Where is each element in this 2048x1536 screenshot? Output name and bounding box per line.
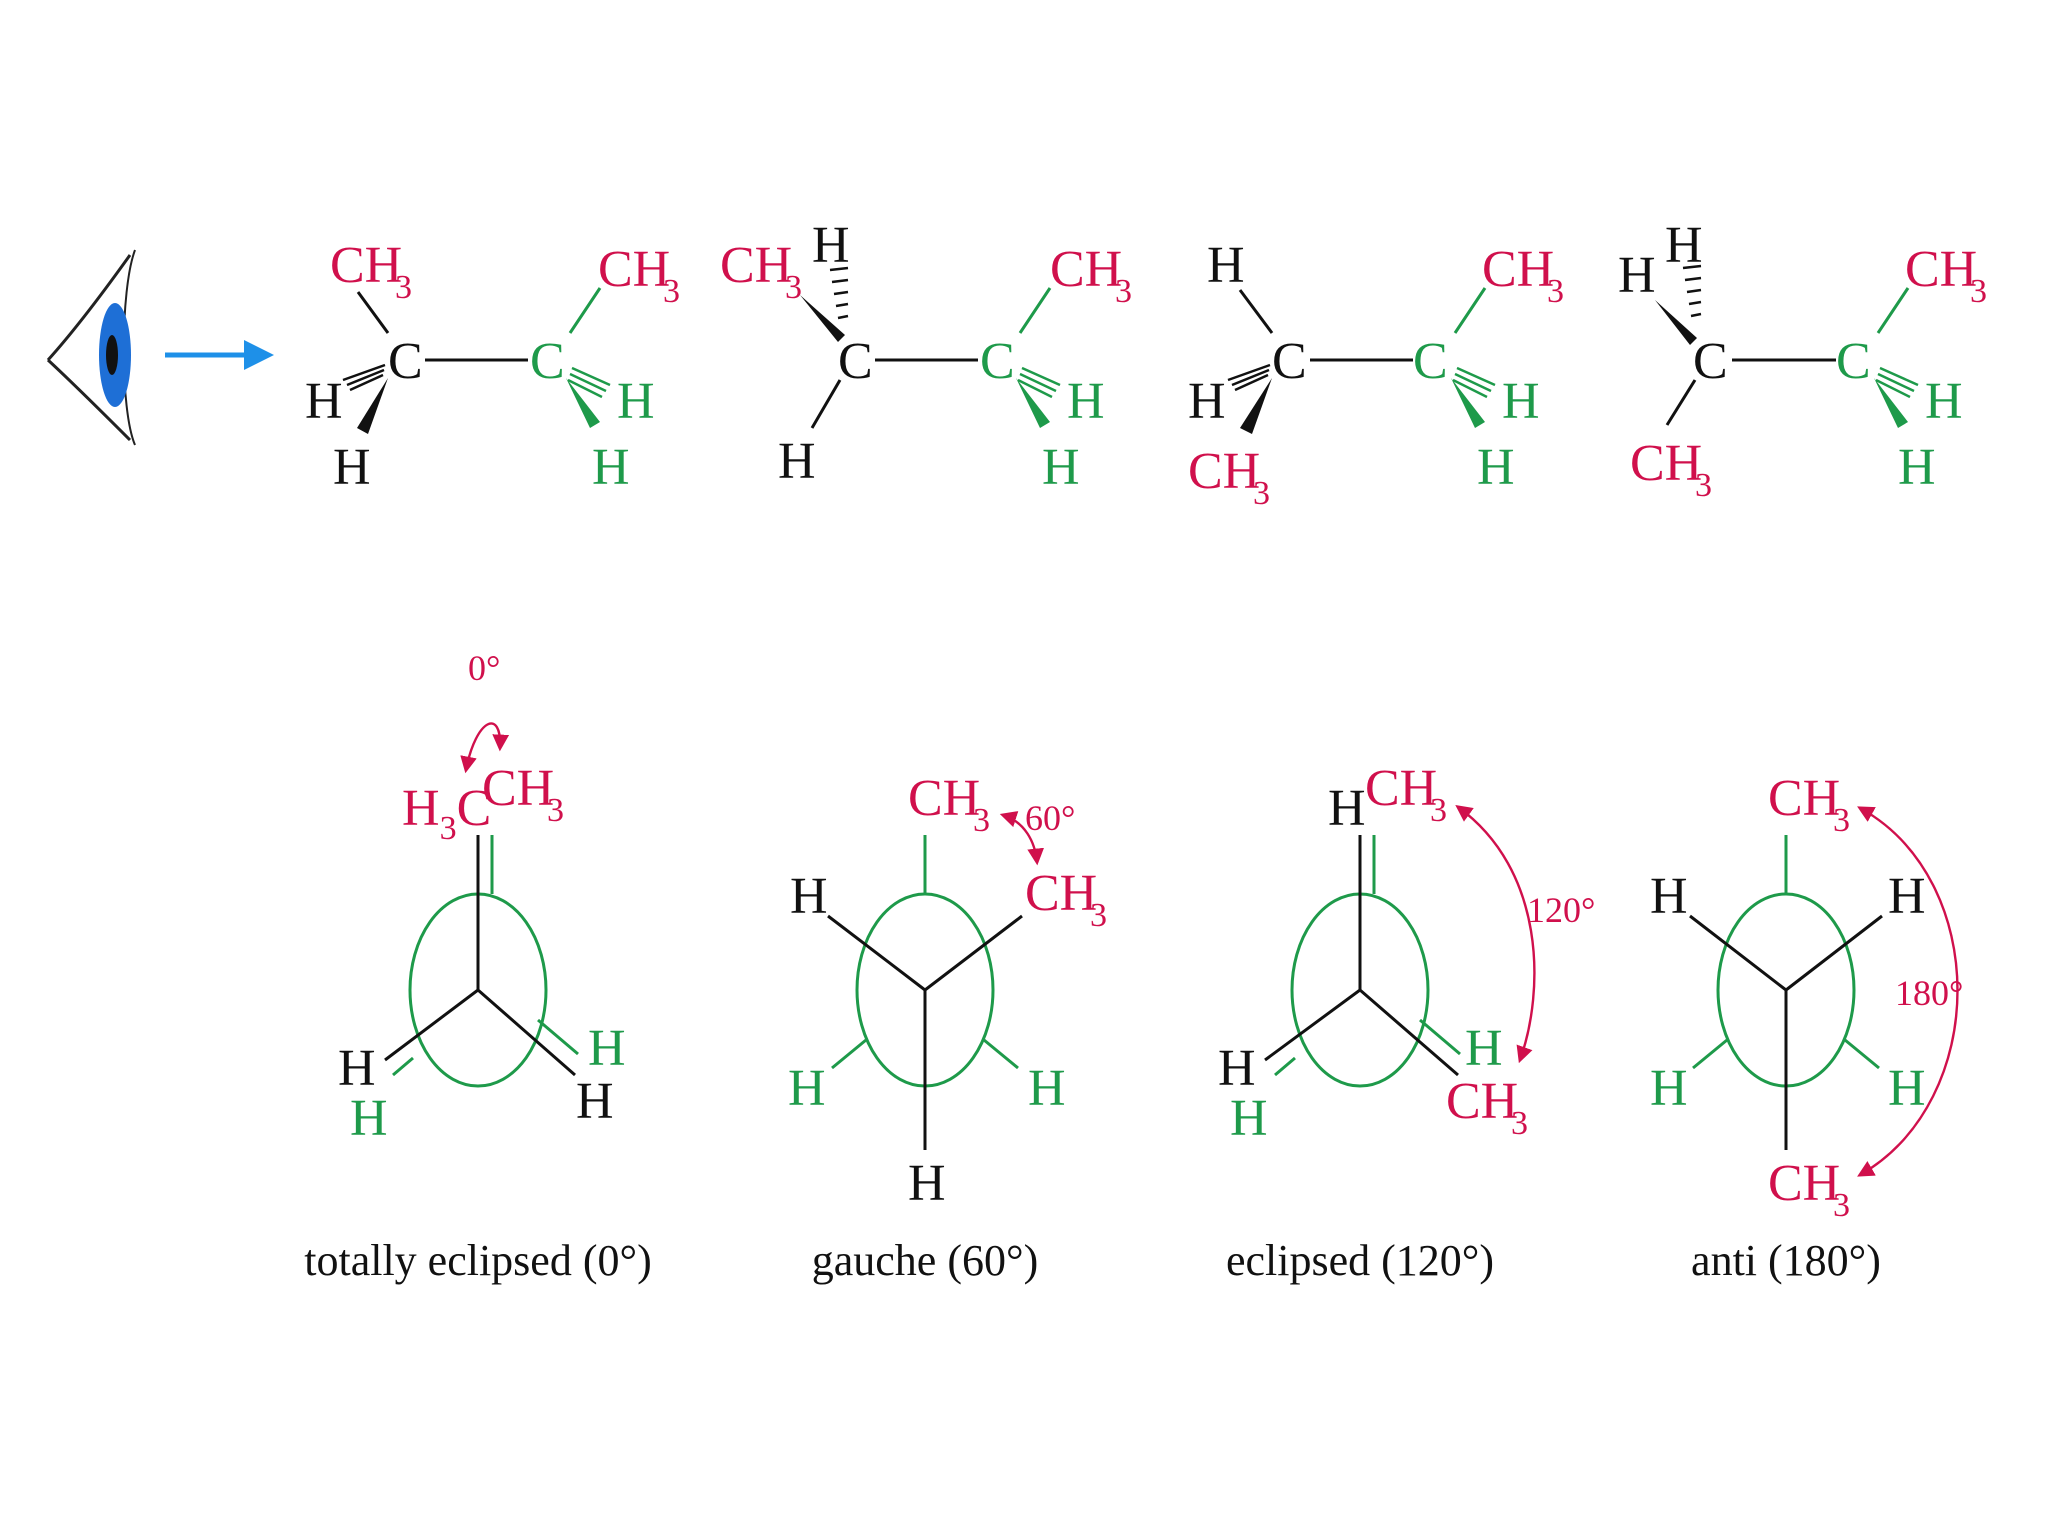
- subscript: 3: [663, 273, 680, 310]
- caption: eclipsed (120°): [1226, 1236, 1494, 1285]
- h-label: H: [1328, 780, 1366, 837]
- h-label: H: [1650, 868, 1688, 925]
- newman-eclipsed: 120° H CH 3 H H H CH 3 eclipsed (120°): [1218, 760, 1595, 1285]
- methyl-label: CH: [482, 760, 554, 817]
- methyl-label: CH: [1025, 865, 1097, 922]
- h-label: H: [1207, 237, 1245, 294]
- back-carbon: C: [1836, 333, 1871, 390]
- back-carbon: C: [1413, 333, 1448, 390]
- sawhorse-eclipsed: H C H CH 3 CH 3 C H H: [1188, 237, 1564, 512]
- h-label: H: [790, 868, 828, 925]
- methyl-label: CH: [720, 237, 792, 294]
- h-label: H: [1898, 439, 1936, 496]
- methyl-label: CH: [1768, 1155, 1840, 1212]
- h-label: H: [350, 1090, 388, 1147]
- subscript: 3: [1547, 273, 1564, 310]
- sawhorse-anti: H H C CH 3 CH 3 C H H: [1618, 217, 1987, 504]
- h-label: H: [1465, 1020, 1503, 1077]
- subscript: 3: [1833, 802, 1850, 839]
- dihedral-angle: 180°: [1895, 973, 1963, 1013]
- h-label: H: [1218, 1040, 1256, 1097]
- subscript: 3: [1511, 1105, 1528, 1142]
- subscript: 3: [1090, 897, 1107, 934]
- methyl-label: CH: [1446, 1073, 1518, 1130]
- h-label: H: [1028, 1060, 1066, 1117]
- dihedral-angle: 120°: [1527, 890, 1595, 930]
- back-carbon: C: [980, 333, 1015, 390]
- subscript: 3: [785, 269, 802, 306]
- h-label: H: [1188, 373, 1226, 430]
- h-label: H: [1650, 1060, 1688, 1117]
- subscript: 3: [1115, 273, 1132, 310]
- methyl-label: CH: [1630, 435, 1702, 492]
- sawhorse-totally-eclipsed: CH 3 C H H CH 3 C H H: [305, 237, 680, 496]
- h-label: H: [788, 1060, 826, 1117]
- subscript: 3: [973, 802, 990, 839]
- h-label: H: [338, 1040, 376, 1097]
- dihedral-angle: 0°: [468, 648, 500, 688]
- h-label: H: [333, 439, 371, 496]
- methyl-label: CH: [598, 241, 670, 298]
- h-label: H: [778, 433, 816, 490]
- front-carbon: C: [838, 333, 873, 390]
- subscript: 3: [1833, 1187, 1850, 1224]
- methyl-label: CH: [330, 237, 402, 294]
- eye-icon: [46, 249, 136, 446]
- dihedral-angle: 60°: [1025, 798, 1075, 838]
- h-label: H: [576, 1073, 614, 1130]
- front-carbon: C: [1693, 333, 1728, 390]
- caption: totally eclipsed (0°): [304, 1236, 652, 1285]
- h-label: H: [1230, 1090, 1268, 1147]
- h-label: H: [1618, 247, 1656, 304]
- newman-anti: 180° CH 3 H H H H CH 3 anti (180°): [1650, 770, 1963, 1285]
- h-label: H: [588, 1020, 626, 1077]
- h-label: H: [1888, 1060, 1926, 1117]
- h-label: H: [305, 373, 343, 430]
- h-label: H: [1665, 217, 1703, 274]
- newman-gauche: 60° CH 3 CH 3 H H H H gauche (60°): [788, 770, 1107, 1285]
- sawhorse-gauche: CH 3 H C H CH 3 C H H: [720, 217, 1132, 496]
- h-label: H: [617, 373, 655, 430]
- front-carbon: C: [388, 333, 423, 390]
- h-label: H: [1925, 373, 1963, 430]
- subscript: 3: [1430, 792, 1447, 829]
- subscript: 3: [1253, 475, 1270, 512]
- methyl-label: CH: [1482, 241, 1554, 298]
- h-label: H: [812, 217, 850, 274]
- h-label: H: [592, 439, 630, 496]
- h-label: H: [908, 1155, 946, 1212]
- caption: gauche (60°): [812, 1236, 1039, 1285]
- newman-totally-eclipsed: 0° H3C CH 3 H H H H totally eclipsed (0°…: [304, 648, 652, 1285]
- subscript: 3: [547, 792, 564, 829]
- h-label: H: [1888, 868, 1926, 925]
- methyl-label: CH: [1188, 443, 1260, 500]
- h-label: H: [1067, 373, 1105, 430]
- subscript: 3: [395, 269, 412, 306]
- subscript: 3: [1970, 273, 1987, 310]
- subscript: 3: [1695, 467, 1712, 504]
- methyl-label: H3C: [402, 780, 491, 847]
- h-label: H: [1477, 439, 1515, 496]
- front-carbon: C: [1272, 333, 1307, 390]
- h-label: H: [1042, 439, 1080, 496]
- methyl-label: CH: [1768, 770, 1840, 827]
- h-label: H: [1502, 373, 1540, 430]
- methyl-label: CH: [1365, 760, 1437, 817]
- methyl-label: CH: [1050, 241, 1122, 298]
- methyl-label: CH: [908, 770, 980, 827]
- methyl-label: CH: [1905, 241, 1977, 298]
- back-carbon: C: [530, 333, 565, 390]
- caption: anti (180°): [1691, 1236, 1881, 1285]
